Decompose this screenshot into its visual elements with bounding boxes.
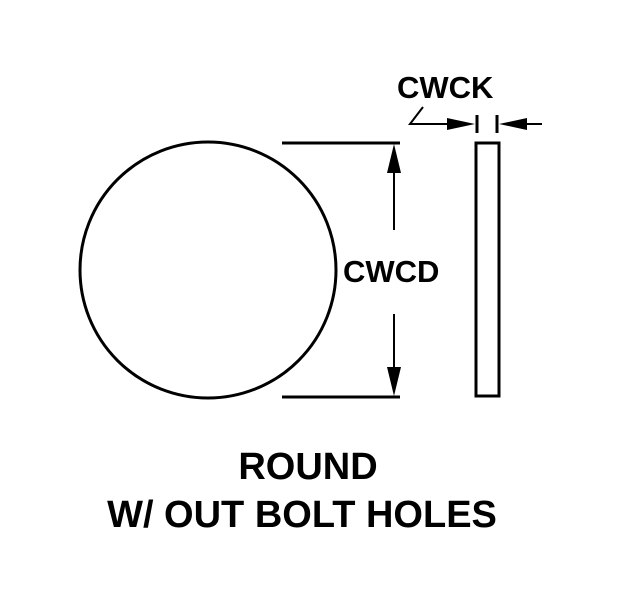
- thickness-leader-line: [407, 106, 460, 125]
- front-view-circle: [78, 140, 338, 400]
- caption-line-1: ROUND: [238, 446, 377, 488]
- diameter-label: CWCD: [343, 254, 439, 289]
- diameter-arrowhead-up: [387, 144, 401, 173]
- thickness-arrowhead-left: [499, 118, 527, 130]
- caption-line-2: W/ OUT BOLT HOLES: [107, 494, 497, 536]
- thickness-arrowhead-right: [447, 118, 475, 130]
- side-view-rectangle: [474, 141, 501, 398]
- diameter-arrowhead-down: [387, 367, 401, 396]
- thickness-label: CWCK: [397, 70, 494, 105]
